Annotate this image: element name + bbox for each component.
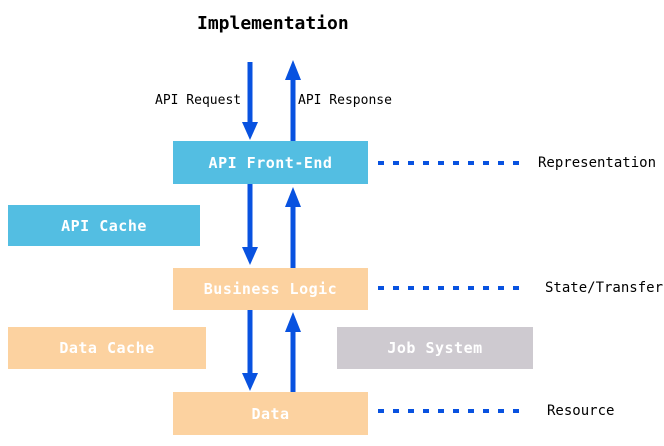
api-cache-box: API Cache [8,205,200,246]
data-to-business-up-arrow [285,312,301,392]
job-system-label: Job System [387,339,483,357]
representation-annotation: Representation [538,155,657,171]
frontend-to-business-down-arrow [242,184,258,265]
api-request-label: API Request [155,93,242,108]
business-logic-label: Business Logic [203,280,338,298]
business-to-frontend-up-arrow [285,187,301,268]
resource-annotation: Resource [547,403,615,419]
data-cache-box: Data Cache [8,327,206,369]
job-system-box: Job System [337,327,533,369]
api-response-up-arrow [285,60,301,141]
api-cache-label: API Cache [61,216,147,235]
api-front-end-label: API Front-End [208,153,333,172]
api-front-end-box: API Front-End [173,141,368,184]
business-to-data-down-arrow [242,310,258,391]
data-label: Data [251,404,290,423]
business-logic-box: Business Logic [173,268,368,310]
api-response-label: API Response [298,93,392,108]
diagram-title: Implementation [197,13,349,34]
data-box: Data [173,392,368,435]
state-transfer-annotation: State/Transfer [545,280,664,296]
data-cache-label: Data Cache [59,339,155,357]
api-request-down-arrow [242,62,258,140]
